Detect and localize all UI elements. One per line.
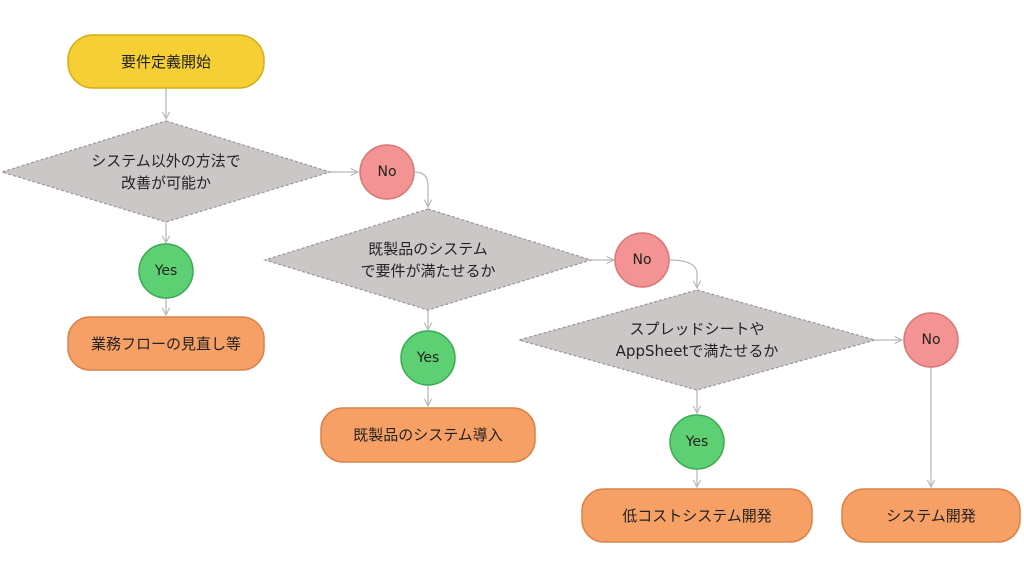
no2-circle bbox=[614, 232, 670, 288]
result2-node bbox=[320, 407, 536, 463]
decision3-diamond bbox=[516, 289, 878, 391]
connector-no2-to-decision3 bbox=[668, 259, 697, 288]
yes1-circle bbox=[138, 243, 194, 299]
decision1-diamond bbox=[0, 120, 333, 223]
yes3-circle bbox=[669, 414, 725, 470]
result3-node bbox=[581, 488, 813, 543]
no3-circle bbox=[903, 312, 959, 368]
result4-node bbox=[841, 488, 1021, 543]
no1-circle bbox=[359, 144, 415, 200]
yes2-circle bbox=[400, 330, 456, 386]
decision2-diamond bbox=[262, 208, 594, 311]
connector-no1-to-decision2 bbox=[414, 171, 428, 207]
start-node bbox=[67, 34, 265, 89]
result1-node bbox=[67, 316, 265, 371]
